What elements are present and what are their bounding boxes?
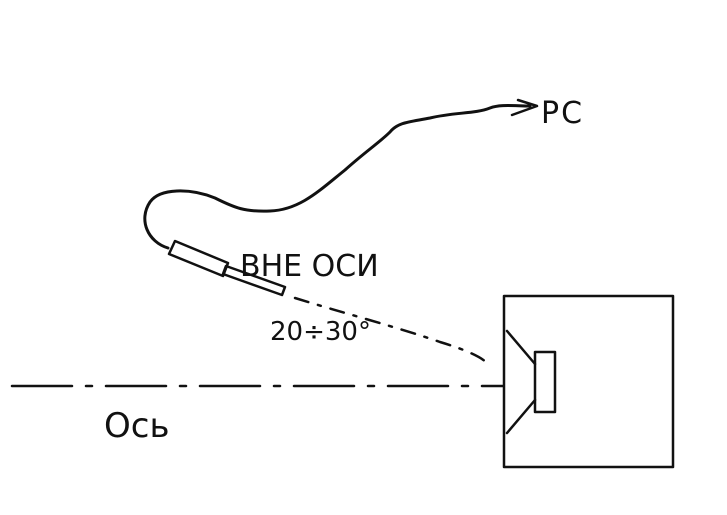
axis-label: Ось bbox=[104, 406, 170, 446]
arrow-icon bbox=[510, 98, 539, 117]
microphone-icon bbox=[167, 239, 287, 297]
pc-label: PC bbox=[541, 96, 584, 131]
off-axis-label: ВНЕ ОСИ bbox=[240, 249, 379, 284]
angle-range-label: 20÷30° bbox=[270, 317, 371, 347]
aim-line bbox=[293, 296, 488, 364]
speaker-cabinet bbox=[502, 294, 675, 469]
cable-line bbox=[143, 104, 532, 250]
speaker-driver-icon bbox=[505, 329, 557, 435]
